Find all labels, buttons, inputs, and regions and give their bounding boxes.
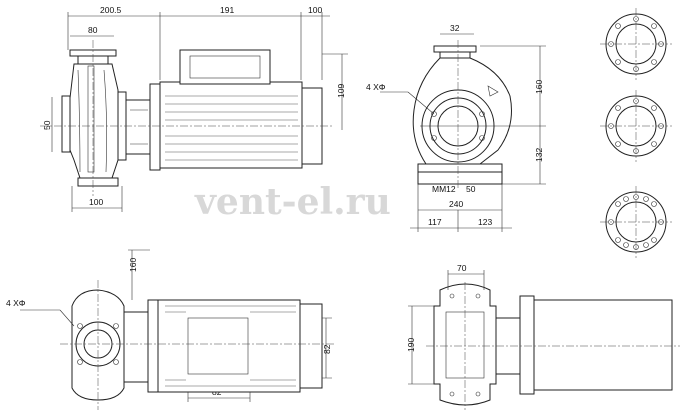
flange-pattern-12 bbox=[600, 186, 672, 258]
front-view: 32 160 132 4 XΦ MM12 50 240 117 123 bbox=[366, 23, 546, 232]
outline-view: 70 190 bbox=[406, 263, 680, 410]
watermark-text: vent-el.ru bbox=[194, 181, 391, 223]
holes-label-top: 4 XΦ bbox=[366, 82, 386, 92]
dim-132: 132 bbox=[534, 148, 544, 162]
dim-50-left: 50 bbox=[42, 120, 52, 130]
dim-100-right: 100 bbox=[308, 5, 322, 15]
dim-123: 123 bbox=[478, 217, 492, 227]
flange-pattern-4 bbox=[600, 8, 672, 80]
dim-200-5: 200.5 bbox=[100, 5, 122, 15]
dim-70: 70 bbox=[457, 263, 467, 273]
dim-190: 190 bbox=[406, 338, 416, 352]
flange-pattern-8 bbox=[600, 90, 672, 162]
dim-160-left: 160 bbox=[128, 258, 138, 272]
motor-fins-side bbox=[165, 95, 298, 161]
dim-80: 80 bbox=[88, 25, 98, 35]
dim-100-bottom: 100 bbox=[89, 197, 103, 207]
top-view: 160 4 XΦ 82 82 bbox=[6, 249, 336, 410]
motor-fins-top bbox=[165, 305, 296, 387]
dim-32: 32 bbox=[450, 23, 460, 33]
dim-50-right: 50 bbox=[466, 184, 476, 194]
dim-160-right: 160 bbox=[534, 80, 544, 94]
dim-117: 117 bbox=[428, 217, 442, 227]
dim-82-vertical: 82 bbox=[322, 344, 332, 354]
dim-109: 109 bbox=[336, 84, 346, 98]
dim-240: 240 bbox=[449, 199, 463, 209]
holes-label-bottom: 4 XΦ bbox=[6, 298, 26, 308]
dim-191: 191 bbox=[220, 5, 234, 15]
thread-label: MM12 bbox=[432, 184, 456, 194]
flange-patterns bbox=[600, 8, 672, 258]
side-view: 200.5 191 100 80 109 50 100 bbox=[40, 5, 348, 212]
